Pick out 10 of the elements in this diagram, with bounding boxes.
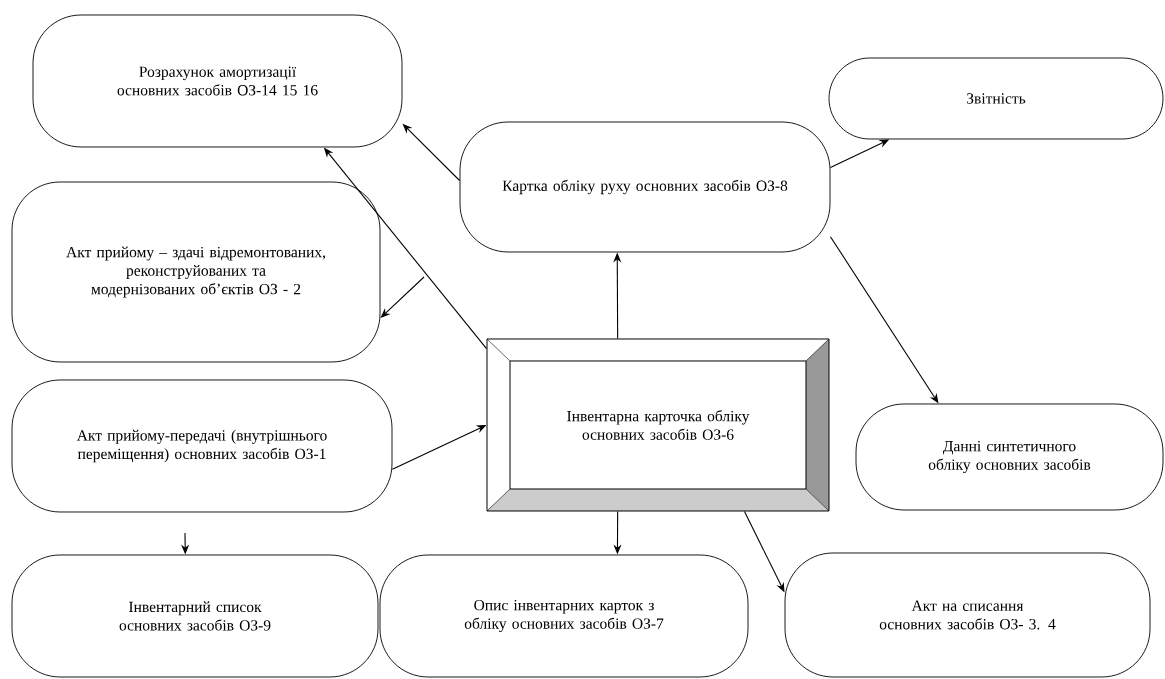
- rounded-box: Акт на списання основних засобів ОЗ- 3. 4: [784, 552, 1151, 678]
- rounded-box: Данні синтетичного обліку основних засобів: [855, 403, 1164, 511]
- rounded-box: Опис інвентарних карток з обліку основних засобів ОЗ-7: [379, 554, 749, 678]
- rounded-box: Розрахунок амортизації основних засобів ОЗ-14 15 16: [32, 14, 403, 148]
- rounded-box: Акт прийому-передачі (внутрішнього переміщення) основних засобів ОЗ-1: [11, 379, 393, 513]
- rounded-box: Звітність: [828, 57, 1164, 140]
- rounded-box: Картка обліку руху основних засобів ОЗ-8: [459, 121, 831, 253]
- rounded-box: Інвентарний список основних засобів ОЗ-9: [11, 554, 379, 678]
- framed-box: Інвентарна карточка обліку основних засобів ОЗ-6: [486, 338, 830, 512]
- rounded-box: Акт прийому – здачі відремонтованих, реконструйованих та модернізованих об’єктів ОЗ - 2: [11, 181, 381, 363]
